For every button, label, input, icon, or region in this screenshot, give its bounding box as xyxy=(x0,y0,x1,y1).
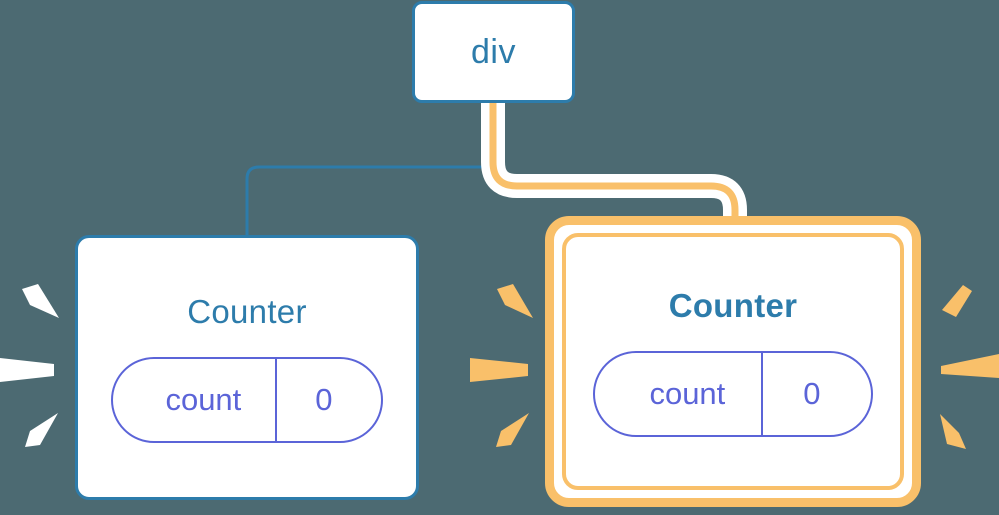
burst-ray-icon xyxy=(497,284,533,318)
counter-left-title: Counter xyxy=(187,292,307,330)
counter-right-state-key: count xyxy=(649,375,726,411)
counter-right-title: Counter xyxy=(668,286,798,324)
burst-ray-icon xyxy=(940,414,966,449)
node-div[interactable]: div xyxy=(412,1,575,103)
edge-div-to-counter-right xyxy=(489,100,739,250)
burst-left-white xyxy=(0,284,59,447)
counter-left-state-key: count xyxy=(165,381,242,417)
counter-right-state-value: 0 xyxy=(761,352,870,435)
counter-left-state-pill: count 0 xyxy=(111,356,383,443)
burst-ray-icon xyxy=(941,354,999,378)
node-div-label: div xyxy=(471,32,516,71)
node-counter-left[interactable]: Counter count 0 xyxy=(75,235,419,500)
burst-ray-icon xyxy=(942,285,972,317)
node-counter-right[interactable]: Counter count 0 xyxy=(545,216,921,507)
burst-right-orange xyxy=(940,285,999,449)
counter-left-state-value: 0 xyxy=(275,358,380,441)
burst-ray-icon xyxy=(0,358,54,382)
burst-ray-icon xyxy=(25,413,58,447)
burst-ray-icon xyxy=(470,358,528,382)
burst-middle-orange xyxy=(470,284,533,447)
counter-right-highlight-frame: Counter count 0 xyxy=(562,233,904,490)
burst-ray-icon xyxy=(496,413,529,447)
counter-right-state-pill: count 0 xyxy=(593,350,873,437)
burst-ray-icon xyxy=(22,284,59,318)
